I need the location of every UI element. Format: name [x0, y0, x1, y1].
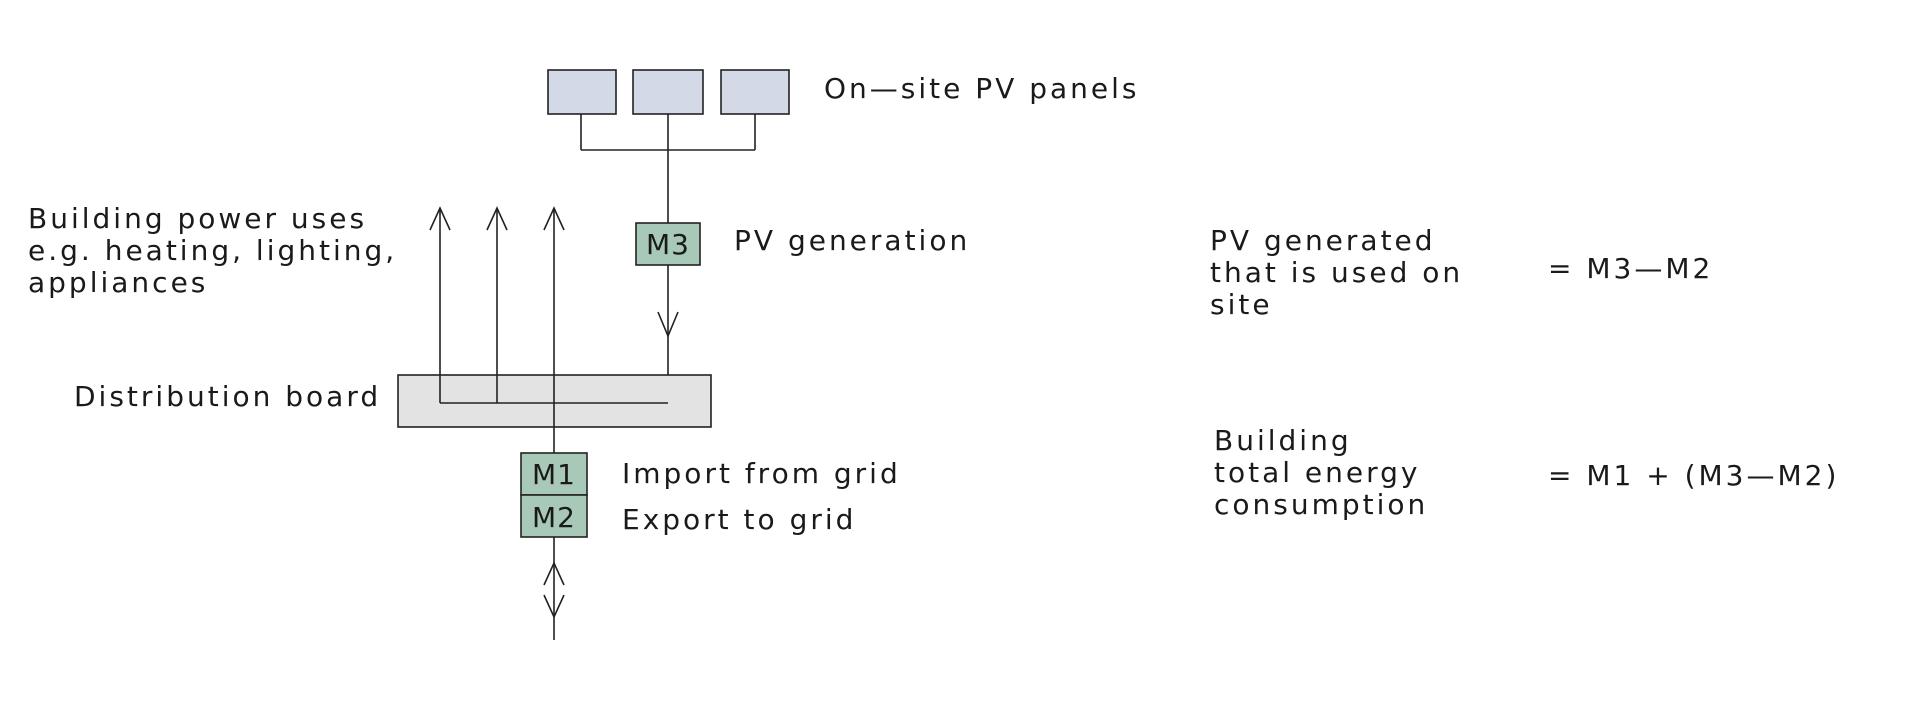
grid-up-arrow-icon	[543, 561, 565, 586]
feed-arrow-2-icon	[486, 206, 508, 231]
feed-arrow-3-icon	[543, 206, 565, 231]
meter-m2-label: M2	[532, 501, 576, 534]
pv-generation-label: PV generation	[734, 224, 970, 257]
pv-panel-3	[720, 69, 790, 115]
grid-down-arrow-icon	[543, 594, 565, 619]
pv-used-label-line1: PV generated	[1210, 224, 1436, 257]
total-label-line3: consumption	[1214, 488, 1428, 521]
export-label: Export to grid	[622, 503, 856, 536]
pv-panel-2	[632, 69, 704, 115]
pv-feed-arrow-icon	[657, 311, 679, 339]
total-formula: = M1 + (M3—M2)	[1548, 459, 1839, 492]
pv-used-label-line2: that is used on	[1210, 256, 1463, 289]
uses-label-line2: e.g. heating, lighting,	[28, 234, 397, 267]
pv-used-formula: = M3—M2	[1548, 252, 1713, 285]
uses-label-line3: appliances	[28, 266, 208, 299]
meter-m3-box	[635, 222, 701, 266]
pv-panel-1	[547, 69, 617, 115]
feed-arrow-1-icon	[429, 206, 451, 231]
total-label-line2: total energy	[1214, 456, 1421, 489]
meter-m1-label: M1	[532, 458, 576, 491]
distribution-board-label: Distribution board	[74, 380, 381, 413]
pv-panel-connectors	[580, 114, 756, 223]
total-label-line1: Building	[1214, 424, 1352, 457]
import-label: Import from grid	[622, 457, 901, 490]
uses-label-line1: Building power uses	[28, 202, 367, 235]
meter-m1-box	[520, 452, 588, 496]
pv-used-label-line3: site	[1210, 288, 1273, 321]
meter-m3-label: M3	[646, 228, 690, 261]
building-feeds	[429, 206, 565, 453]
pv-panels-label: On—site PV panels	[824, 72, 1139, 105]
